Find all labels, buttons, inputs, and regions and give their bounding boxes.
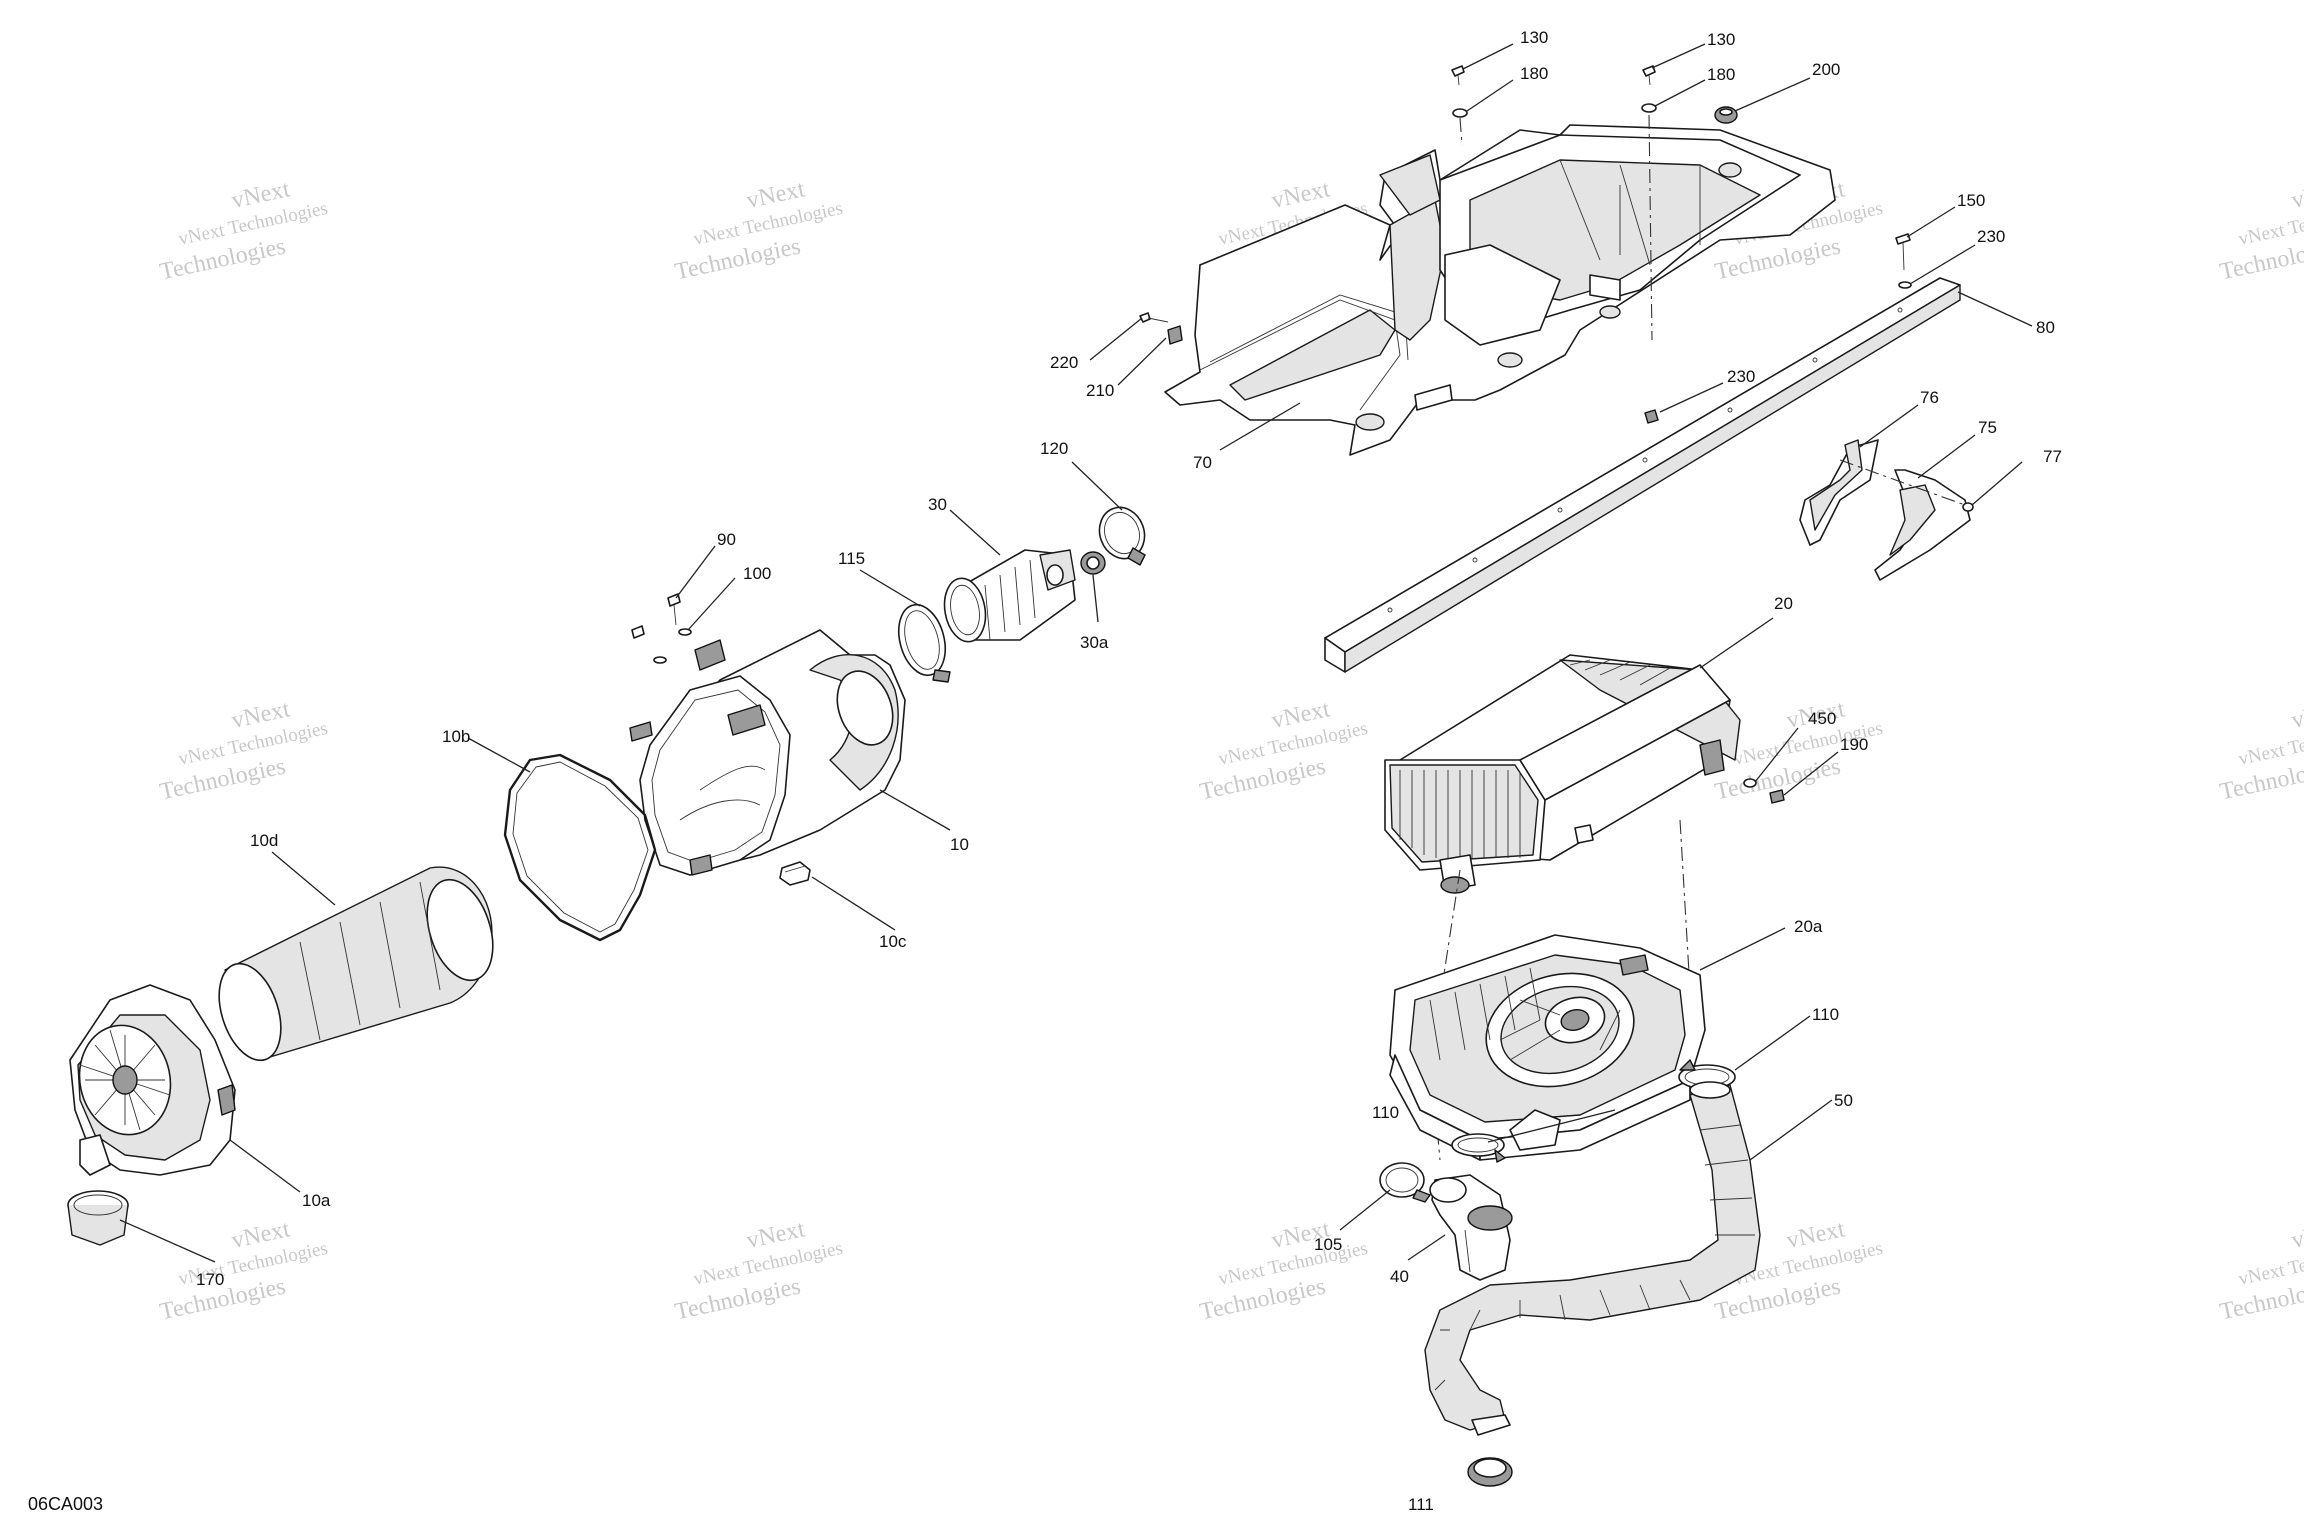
callout-10: 10: [950, 835, 969, 854]
part-10c-clip[interactable]: [779, 861, 811, 886]
callout-110: 110: [1372, 1103, 1399, 1122]
watermark: vNext Technologies Technologies vNext: [1198, 1216, 1370, 1325]
callout-110: 110: [1812, 1005, 1839, 1024]
callout-10a: 10a: [302, 1191, 331, 1210]
callout-111: 111: [1408, 1495, 1434, 1514]
part-115-clamp[interactable]: [891, 600, 952, 683]
svg-text:Technologies: Technologies: [673, 1273, 803, 1325]
screw-150: [1895, 233, 1911, 245]
svg-text:vNext: vNext: [2289, 696, 2304, 734]
part-40-elbow[interactable]: [1429, 1174, 1513, 1281]
callout-105: 105: [1314, 1235, 1342, 1254]
part-120-clamp[interactable]: [1092, 501, 1151, 566]
callout-76: 76: [1920, 388, 1939, 407]
callout-10d: 10d: [250, 831, 278, 850]
diagram-code: 06CA003: [28, 1494, 103, 1514]
callout-10b: 10b: [442, 727, 470, 746]
part-77-screw[interactable]: [1962, 502, 1974, 512]
callout-20a: 20a: [1794, 917, 1823, 936]
part-10b-gasket[interactable]: [503, 753, 657, 942]
watermark: vNext Technologies Technologies vNext: [2218, 1216, 2304, 1325]
washer-100: [678, 628, 692, 636]
watermark: vNext Technologies Technologies vNext: [1198, 696, 1370, 805]
callout-230: 230: [1727, 367, 1755, 386]
part-105-clamp[interactable]: [1379, 1162, 1431, 1203]
part-111-cap[interactable]: [1467, 1457, 1513, 1487]
callout-170: 170: [196, 1270, 224, 1289]
fasteners-top[interactable]: [1451, 65, 1738, 424]
part-10d-filter[interactable]: [208, 866, 505, 1068]
washer-180-b: [1641, 103, 1657, 113]
leader-lines: [119, 43, 2033, 1263]
callout-90: 90: [717, 530, 736, 549]
callout-220: 220: [1050, 353, 1078, 372]
part-110-clamp-b[interactable]: [1451, 1133, 1506, 1163]
washer-190: [1743, 778, 1757, 788]
svg-text:Technologies: Technologies: [1713, 233, 1843, 285]
callout-50: 50: [1834, 1091, 1853, 1110]
callout-80: 80: [2036, 318, 2055, 337]
part-30-connector[interactable]: [940, 549, 1076, 645]
callout-77: 77: [2043, 447, 2062, 466]
svg-text:Technologies: Technologies: [1198, 753, 1328, 805]
callout-450: 450: [1808, 709, 1836, 728]
part-170-cap[interactable]: [67, 1190, 129, 1246]
callout-200: 200: [1812, 60, 1840, 79]
callout-210: 210: [1086, 381, 1114, 400]
part-30a-nut[interactable]: [1080, 551, 1106, 575]
callout-180: 180: [1520, 64, 1548, 83]
svg-text:Technologies: Technologies: [1198, 1273, 1328, 1325]
nut-230-a: [1898, 281, 1912, 289]
svg-text:Technologies: Technologies: [158, 233, 288, 285]
callout-150: 150: [1957, 191, 1985, 210]
callout-130: 130: [1520, 28, 1548, 47]
watermark: vNext Technologies Technologies vNext: [158, 176, 330, 285]
part-10-airbox-cover[interactable]: [629, 593, 906, 876]
watermark: vNext Technologies Technologies vNext: [158, 696, 330, 805]
callout-40: 40: [1390, 1267, 1409, 1286]
callout-10c: 10c: [879, 932, 907, 951]
fastener-220-210[interactable]: [1139, 312, 1183, 345]
callout-30a: 30a: [1080, 633, 1109, 652]
svg-text:vNext: vNext: [2289, 1216, 2304, 1254]
svg-text:Technologies: Technologies: [673, 233, 803, 285]
svg-text:Technologies: Technologies: [158, 753, 288, 805]
watermark: vNext Technologies Technologies vNext: [158, 1216, 330, 1325]
part-10a-housing[interactable]: [69, 984, 236, 1176]
part-80-rail[interactable]: [1324, 233, 1961, 673]
svg-text:vNext: vNext: [2289, 176, 2304, 214]
watermark: vNext Technologies Technologies vNext: [2218, 176, 2304, 285]
nut-230-b: [1644, 409, 1659, 424]
callout-115: 115: [838, 549, 865, 568]
callout-75: 75: [1978, 418, 1997, 437]
callout-120: 120: [1040, 439, 1068, 458]
assembly-guide: [1679, 819, 1691, 991]
callout-190: 190: [1840, 735, 1868, 754]
part-20-intercooler[interactable]: [1384, 654, 1785, 894]
watermark: vNext Technologies Technologies vNext: [2218, 696, 2304, 805]
callout-labels: 130 130 180 180 200 150 230 80 220 210 2…: [196, 28, 2062, 1514]
callout-230: 230: [1977, 227, 2005, 246]
part-76-bracket[interactable]: [1799, 439, 1879, 546]
washer-180-a: [1452, 108, 1468, 118]
part-75-bracket[interactable]: [1874, 469, 1971, 581]
part-70-airbox-tray[interactable]: [1164, 124, 1836, 456]
screw-130-a: [1451, 65, 1465, 77]
bolt-190: [1769, 789, 1785, 804]
callout-130: 130: [1707, 30, 1735, 49]
callout-30: 30: [928, 495, 947, 514]
watermark: vNext Technologies Technologies vNext: [673, 1216, 845, 1325]
callout-20: 20: [1774, 594, 1793, 613]
callout-180: 180: [1707, 65, 1735, 84]
callout-100: 100: [743, 564, 771, 583]
part-50-hose[interactable]: [1424, 1081, 1761, 1436]
callout-70: 70: [1193, 453, 1212, 472]
part-20a-fan-shroud[interactable]: [1389, 934, 1706, 1161]
watermark: vNext Technologies Technologies vNext: [673, 176, 845, 285]
screw-130-b: [1642, 65, 1656, 77]
